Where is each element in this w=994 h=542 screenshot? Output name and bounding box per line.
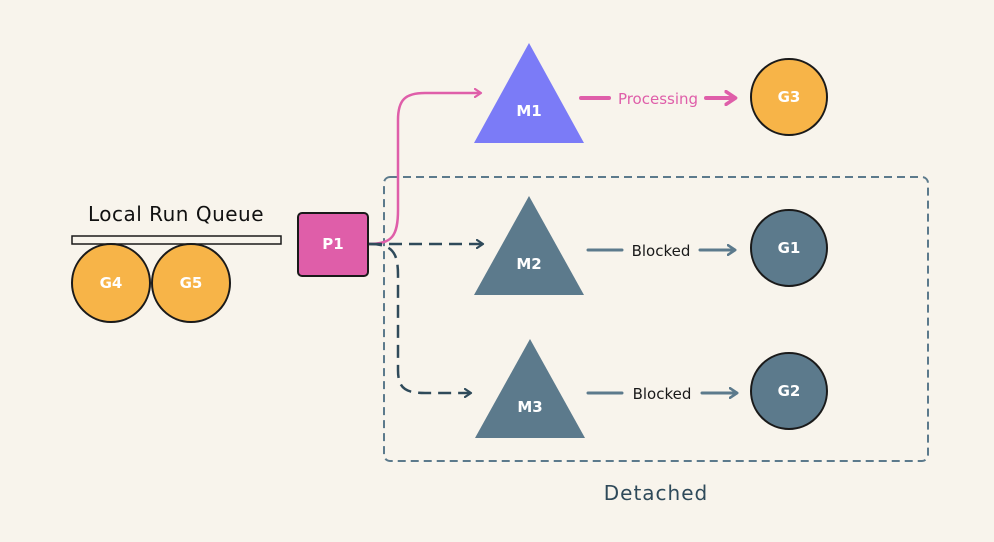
edge-m2-label: Blocked: [632, 242, 691, 260]
thread-label: M1: [516, 102, 541, 120]
thread-m3: M3: [475, 339, 585, 438]
thread-m1: M1: [474, 43, 584, 143]
queue-goroutine-g5: G5: [151, 243, 231, 323]
goroutine-label: G4: [100, 274, 123, 292]
goroutine-label: G2: [778, 382, 801, 400]
queue-goroutine-g4: G4: [71, 243, 151, 323]
connector-p1-m1: [368, 93, 480, 246]
goroutine-label: G1: [778, 239, 801, 257]
goroutine-label: G5: [180, 274, 203, 292]
detached-group-box: [383, 176, 929, 462]
queue-title: Local Run Queue: [88, 202, 264, 226]
goroutine-label: G3: [778, 88, 801, 106]
edge-m1-label: Processing: [618, 90, 698, 108]
detached-label: Detached: [604, 481, 708, 505]
goroutine-g3: G3: [750, 58, 828, 136]
thread-label: M3: [517, 398, 542, 416]
thread-m2: M2: [474, 196, 584, 295]
processor-p1: P1: [297, 212, 369, 277]
connector-p1-m3: [368, 242, 470, 393]
thread-label: M2: [516, 255, 541, 273]
goroutine-g1: G1: [750, 209, 828, 287]
goroutine-g2: G2: [750, 352, 828, 430]
queue-bar: [71, 235, 282, 245]
edge-m3-label: Blocked: [633, 385, 692, 403]
processor-label: P1: [322, 235, 343, 253]
